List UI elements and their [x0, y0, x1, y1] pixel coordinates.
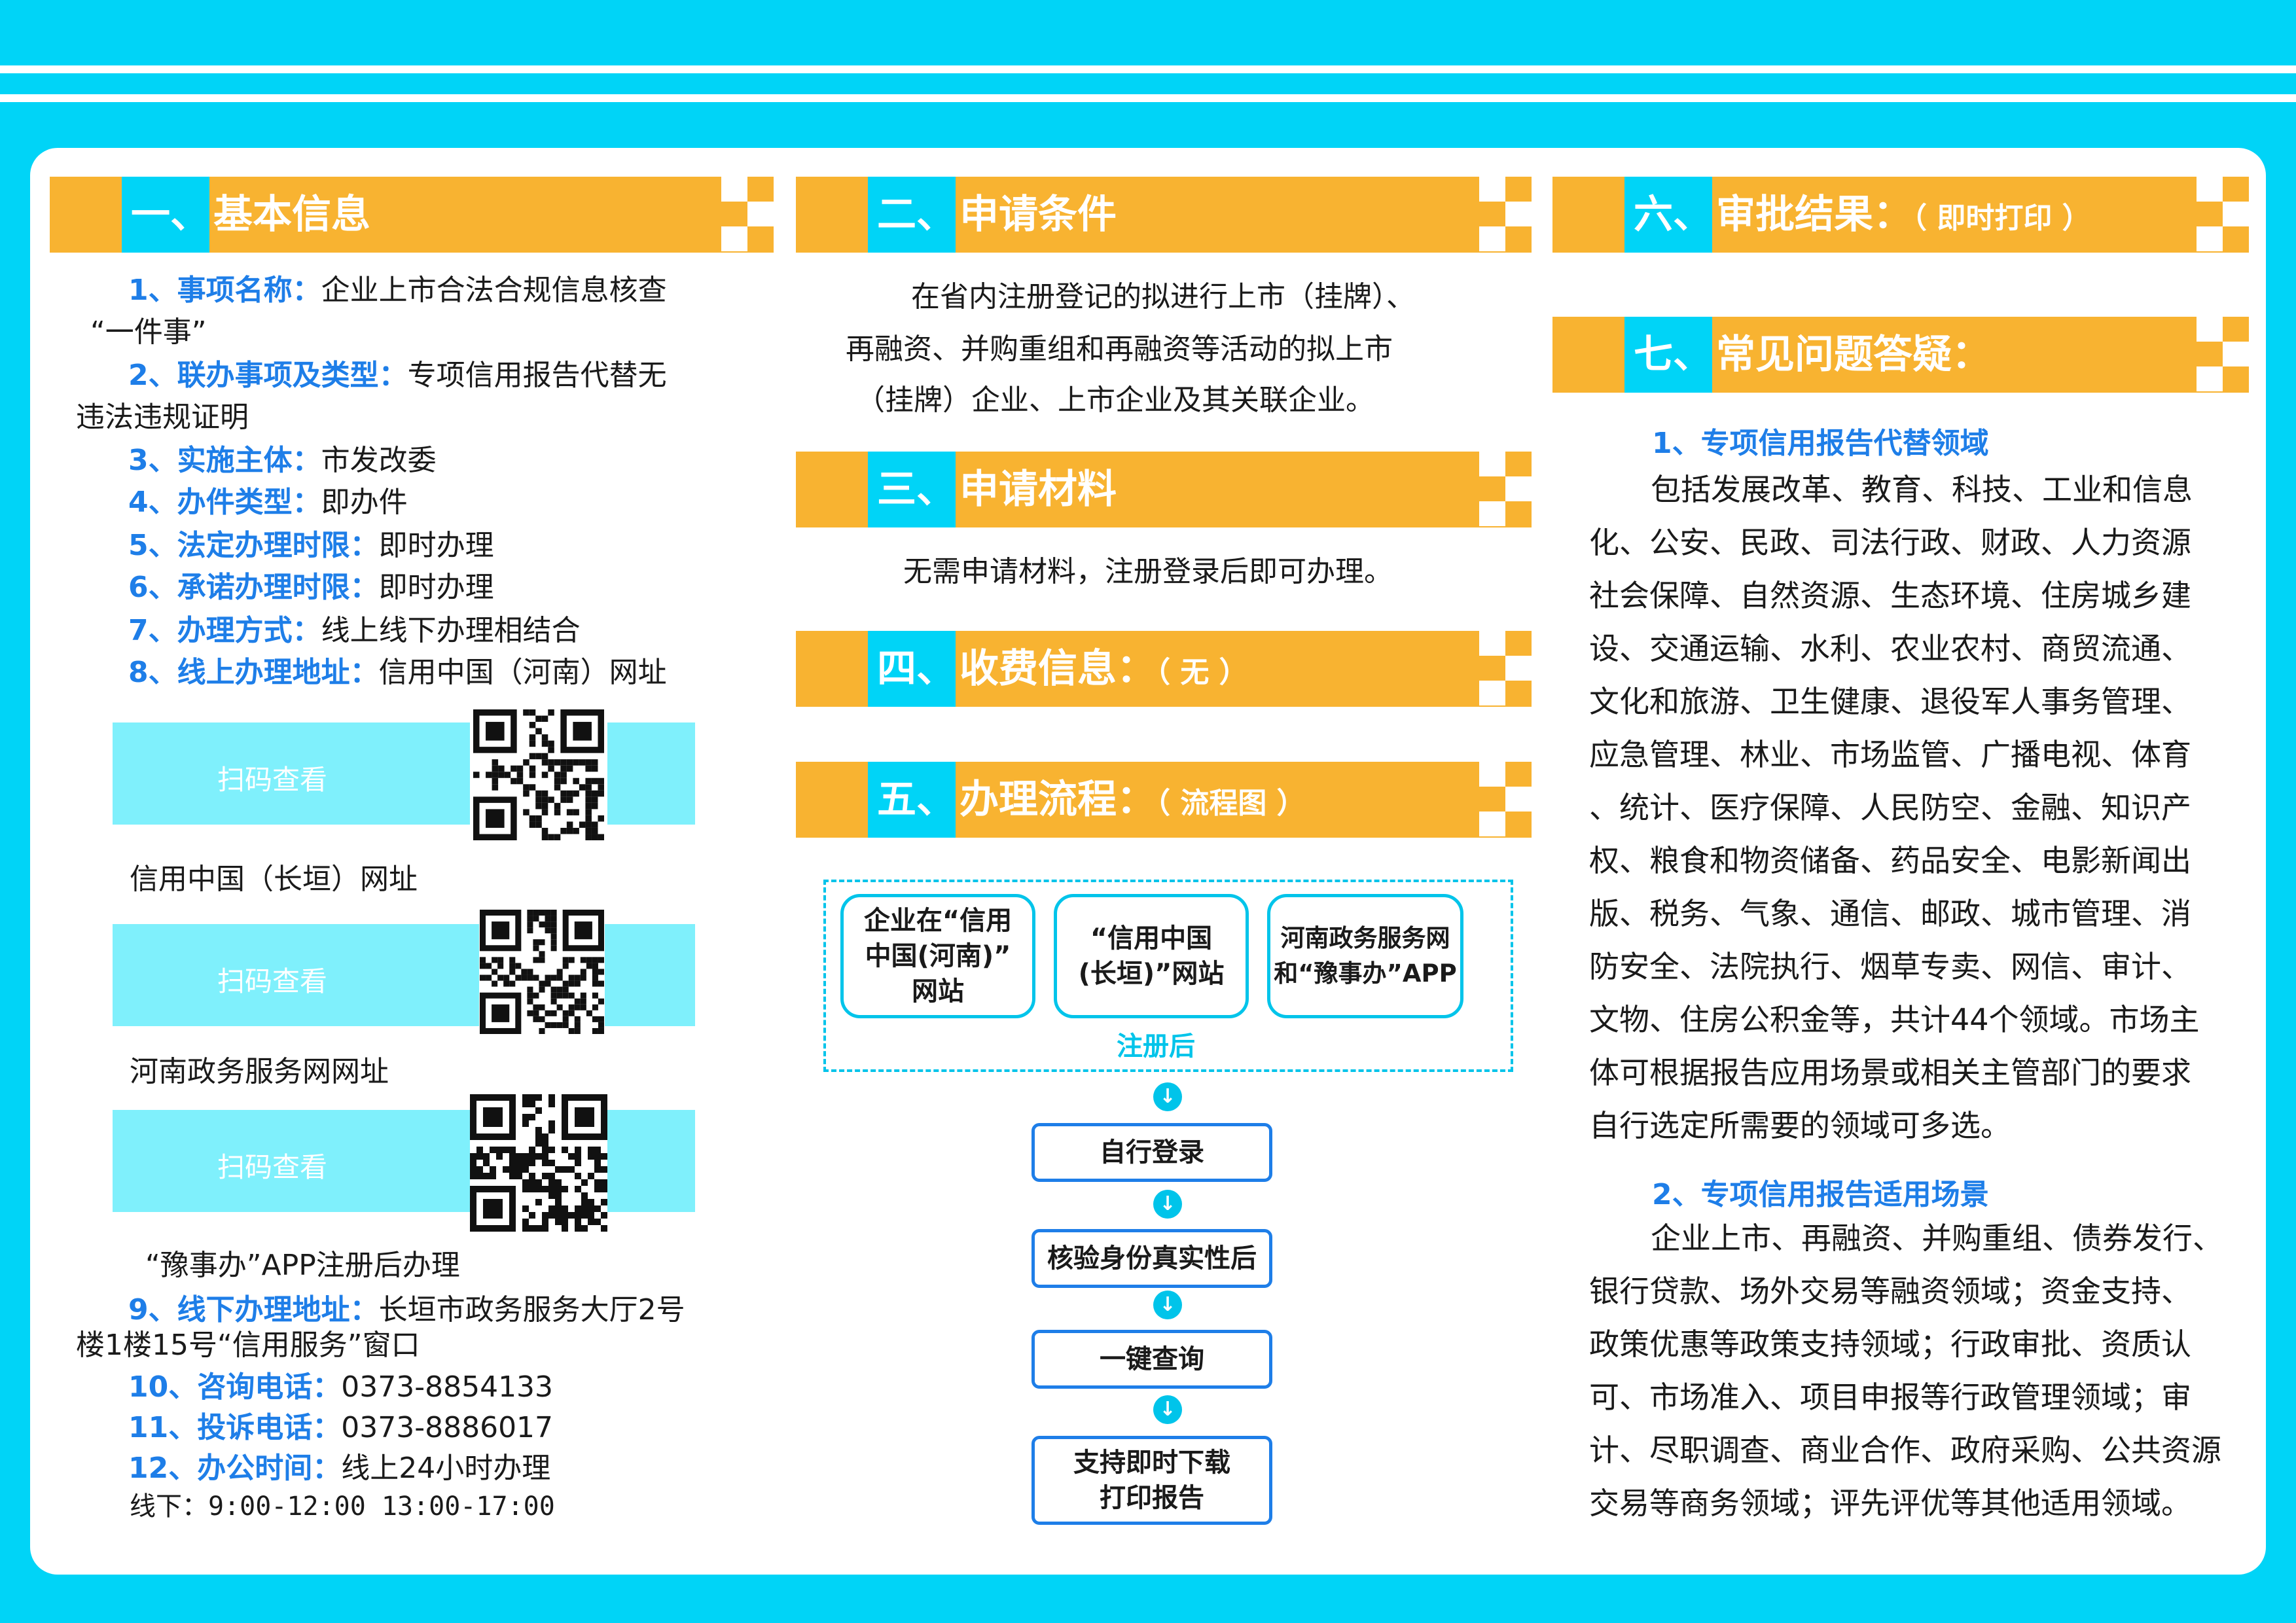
top-stripe-1 — [0, 65, 2296, 73]
item-8: 8、线上办理地址：信用中国（河南）网址 — [128, 656, 667, 689]
flow-step-login: 自行登录 — [1031, 1123, 1272, 1182]
flow-step-query: 一键查询 — [1031, 1330, 1272, 1389]
section-subtitle: （ 流程图 ） — [1156, 787, 1306, 820]
checker-decoration — [2197, 317, 2249, 393]
item-6: 6、承诺办理时限：即时办理 — [128, 571, 494, 604]
item-1: 1、事项名称：企业上市合法合规信息核查 — [128, 274, 667, 307]
section-header-process: 五、办理流程：（ 流程图 ） — [796, 762, 1532, 838]
scan-box-changyuan[interactable]: 扫码查看 — [113, 924, 695, 1026]
arrow-down-icon: ↓ — [1153, 1291, 1182, 1319]
checker-decoration — [2197, 177, 2249, 253]
item-4: 4、办件类型：即办件 — [128, 486, 408, 519]
item-12-cont: 线下：9:00-12:00 13:00-17:00 — [130, 1491, 555, 1522]
flow-step-download: 支持即时下载打印报告 — [1031, 1436, 1272, 1525]
flow-site-henan-gov-app: 河南政务服务网和“豫事办”APP — [1267, 894, 1463, 1018]
conditions-line-2: 再融资、并购重组和再融资等活动的拟上市 — [846, 332, 1393, 366]
section-number: 七、 — [1624, 317, 1712, 393]
section-title: 常见问题答疑： — [1716, 332, 1991, 378]
scan-box-henan-gov[interactable]: 扫码查看 — [113, 1110, 695, 1212]
flow-site-henan: 企业在“信用中国(河南)”网站 — [840, 894, 1035, 1018]
flow-note-after-register: 注册后 — [1117, 1031, 1195, 1061]
section-subtitle: （ 无 ） — [1156, 656, 1248, 689]
section-title: 办理流程： — [960, 777, 1156, 823]
scan-label: 扫码查看 — [217, 965, 328, 997]
flow-site-changyuan: “信用中国(长垣)”网站 — [1054, 894, 1249, 1018]
item-2: 2、联办事项及类型：专项信用报告代替无 — [128, 359, 667, 392]
faq-question-2: 2、专项信用报告适用场景 — [1652, 1178, 1989, 1211]
site-henan-gov-label: 河南政务服务网网址 — [130, 1055, 389, 1088]
section-header-conditions: 二、申请条件 — [796, 177, 1532, 253]
checker-decoration — [1479, 177, 1532, 253]
section-number: 一、 — [122, 177, 209, 253]
item-11: 11、投诉电话：0373-8886017 — [128, 1411, 554, 1444]
section-header-result: 六、审批结果：（ 即时打印 ） — [1552, 177, 2249, 253]
checker-decoration — [721, 177, 774, 253]
section-header-basic-info: 一、基本信息 — [50, 177, 774, 253]
item-7: 7、办理方式：线上线下办理相结合 — [128, 614, 581, 647]
item-5: 5、法定办理时限：即时办理 — [128, 529, 494, 562]
item-9-cont: 楼1楼15号“信用服务”窗口 — [76, 1329, 420, 1362]
site-changyuan-label: 信用中国（长垣）网址 — [130, 863, 418, 896]
scan-box-henan[interactable]: 扫码查看 — [113, 722, 695, 825]
materials-text: 无需申请材料，注册登录后即可办理。 — [903, 555, 1393, 588]
arrow-down-icon: ↓ — [1153, 1395, 1182, 1424]
section-header-faq: 七、常见问题答疑： — [1552, 317, 2249, 393]
qr-code-changyuan[interactable] — [479, 910, 605, 1034]
section-title: 审批结果： — [1716, 192, 1912, 238]
faq-answer-2: 企业上市、再融资、并购重组、债券发行、 银行贷款、场外交易等融资领域；资金支持、… — [1589, 1221, 2223, 1521]
faq-question-1: 1、专项信用报告代替领域 — [1652, 427, 1989, 460]
section-header-materials: 三、申请材料 — [796, 452, 1532, 527]
scan-label: 扫码查看 — [217, 1151, 328, 1183]
section-title: 基本信息 — [213, 192, 370, 238]
section-number: 五、 — [868, 762, 956, 838]
scan-label: 扫码查看 — [217, 764, 328, 796]
app-note: “豫事办”APP注册后办理 — [145, 1249, 460, 1282]
section-header-fees: 四、收费信息：（ 无 ） — [796, 631, 1532, 707]
qr-code-henan-gov[interactable] — [470, 1094, 607, 1232]
section-number: 三、 — [868, 452, 956, 527]
arrow-down-icon: ↓ — [1153, 1082, 1182, 1111]
item-9: 9、线下办理地址：长垣市政务服务大厅2号 — [128, 1293, 685, 1327]
section-title: 收费信息： — [960, 646, 1156, 692]
section-title: 申请条件 — [960, 192, 1117, 238]
section-title: 申请材料 — [960, 467, 1117, 512]
checker-decoration — [1479, 452, 1532, 527]
item-2-cont: 违法违规证明 — [76, 401, 249, 434]
top-stripe-2 — [0, 94, 2296, 102]
item-10: 10、咨询电话：0373-8854133 — [128, 1370, 554, 1404]
section-subtitle: （ 即时打印 ） — [1912, 202, 2091, 235]
checker-decoration — [1479, 631, 1532, 707]
section-number: 六、 — [1624, 177, 1712, 253]
flow-step-verify: 核验身份真实性后 — [1031, 1229, 1272, 1288]
section-number: 四、 — [868, 631, 956, 707]
arrow-down-icon: ↓ — [1153, 1190, 1182, 1219]
qr-code-henan[interactable] — [470, 709, 607, 840]
item-1-cont: “一件事” — [90, 315, 207, 349]
item-12: 12、办公时间：线上24小时办理 — [128, 1452, 551, 1485]
conditions-line-3: （挂牌）企业、上市企业及其关联企业。 — [856, 383, 1374, 417]
section-number: 二、 — [868, 177, 956, 253]
checker-decoration — [1479, 762, 1532, 838]
conditions-line-1: 在省内注册登记的拟进行上市（挂牌）、 — [911, 280, 1415, 313]
faq-answer-1: 包括发展改革、教育、科技、工业和信息 化、公安、民政、司法行政、财政、人力资源 … — [1589, 472, 2200, 1143]
flow-registration-group — [823, 880, 1513, 1072]
brochure-panel: 一、基本信息 1、事项名称：企业上市合法合规信息核查 “一件事” 2、联办事项及… — [30, 148, 2266, 1575]
item-3: 3、实施主体：市发改委 — [128, 444, 437, 477]
